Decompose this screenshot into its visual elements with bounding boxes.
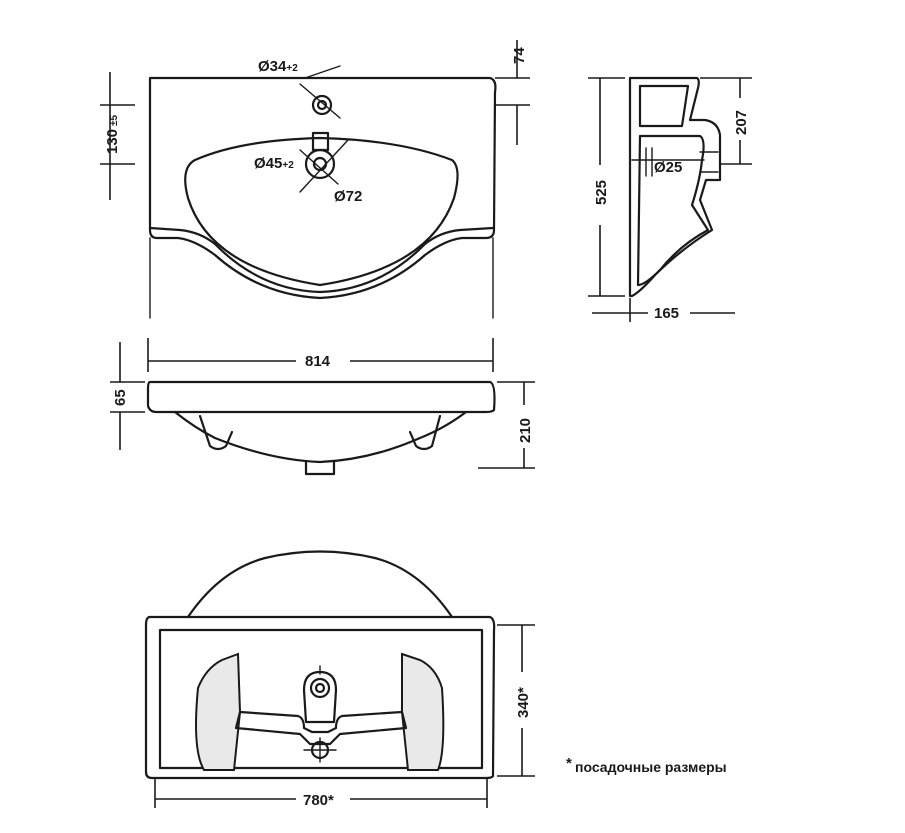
bottom-view-right-leg [401,652,445,771]
dim-207-label: 207 [733,110,750,135]
side-view-inner-top [638,84,690,128]
bottom-view-outline [144,615,496,780]
front-view-right-foot [408,414,442,451]
overflow-label: Ø25 [654,159,682,176]
tap-hole-label: Ø34+2 [258,58,298,75]
side-view-outline [628,76,722,298]
bottom-view-drain-hole [309,677,331,699]
drain-leader2 [299,149,339,185]
bottom-view: 340* 780* [144,550,535,809]
drain-outer [304,148,336,180]
drain-leader [299,139,349,193]
overflow-slot [311,131,330,152]
top-view-outline [148,76,497,300]
bottom-view-drain-housing [302,670,338,724]
dim-74-label: 74 [511,47,528,64]
front-view-left-foot [198,414,234,451]
dim-780-label: 780* [303,792,334,809]
dim-130-label: 130±5 [104,114,121,154]
bottom-view-left-leg [195,652,242,771]
bottom-view-drain-hole-inner [314,682,326,694]
tap-hole-inner [316,99,328,111]
bottom-view-back-dome [186,550,454,619]
dim-65-label: 65 [112,389,129,406]
dim-814-label: 814 [305,353,331,370]
side-view-inner-bowl [636,134,710,287]
footnote-text: посадочные размеры [575,759,727,775]
side-view-overflow-pipe [699,151,719,173]
dim-165-label: 165 [654,305,679,322]
top-view: Ø34+2 Ø45+2 Ø72 130±5 74 [100,40,530,319]
bottom-view-center-bridge [234,710,408,746]
front-view-drain [304,460,336,476]
tap-hole [311,94,333,116]
top-view-inner-rim [148,226,495,294]
dim-525-label: 525 [593,180,610,205]
tap-hole-leader2 [304,65,341,79]
footnote: * посадочные размеры [566,755,727,775]
dim-340-label: 340* [515,687,532,718]
basin-bowl [184,136,459,287]
drain-hole-label: Ø45+2 [254,155,294,172]
front-view-top-slab [146,380,496,414]
front-view: 814 65 210 [110,338,535,476]
drain-outer-label: Ø72 [334,188,362,205]
dim-210-label: 210 [517,418,534,443]
side-view: 525 207 Ø25 165 [588,76,752,322]
bottom-view-inner [158,628,484,770]
tap-hole-leader [299,83,341,119]
footnote-star: * [566,755,572,772]
front-view-bowl [173,410,468,464]
